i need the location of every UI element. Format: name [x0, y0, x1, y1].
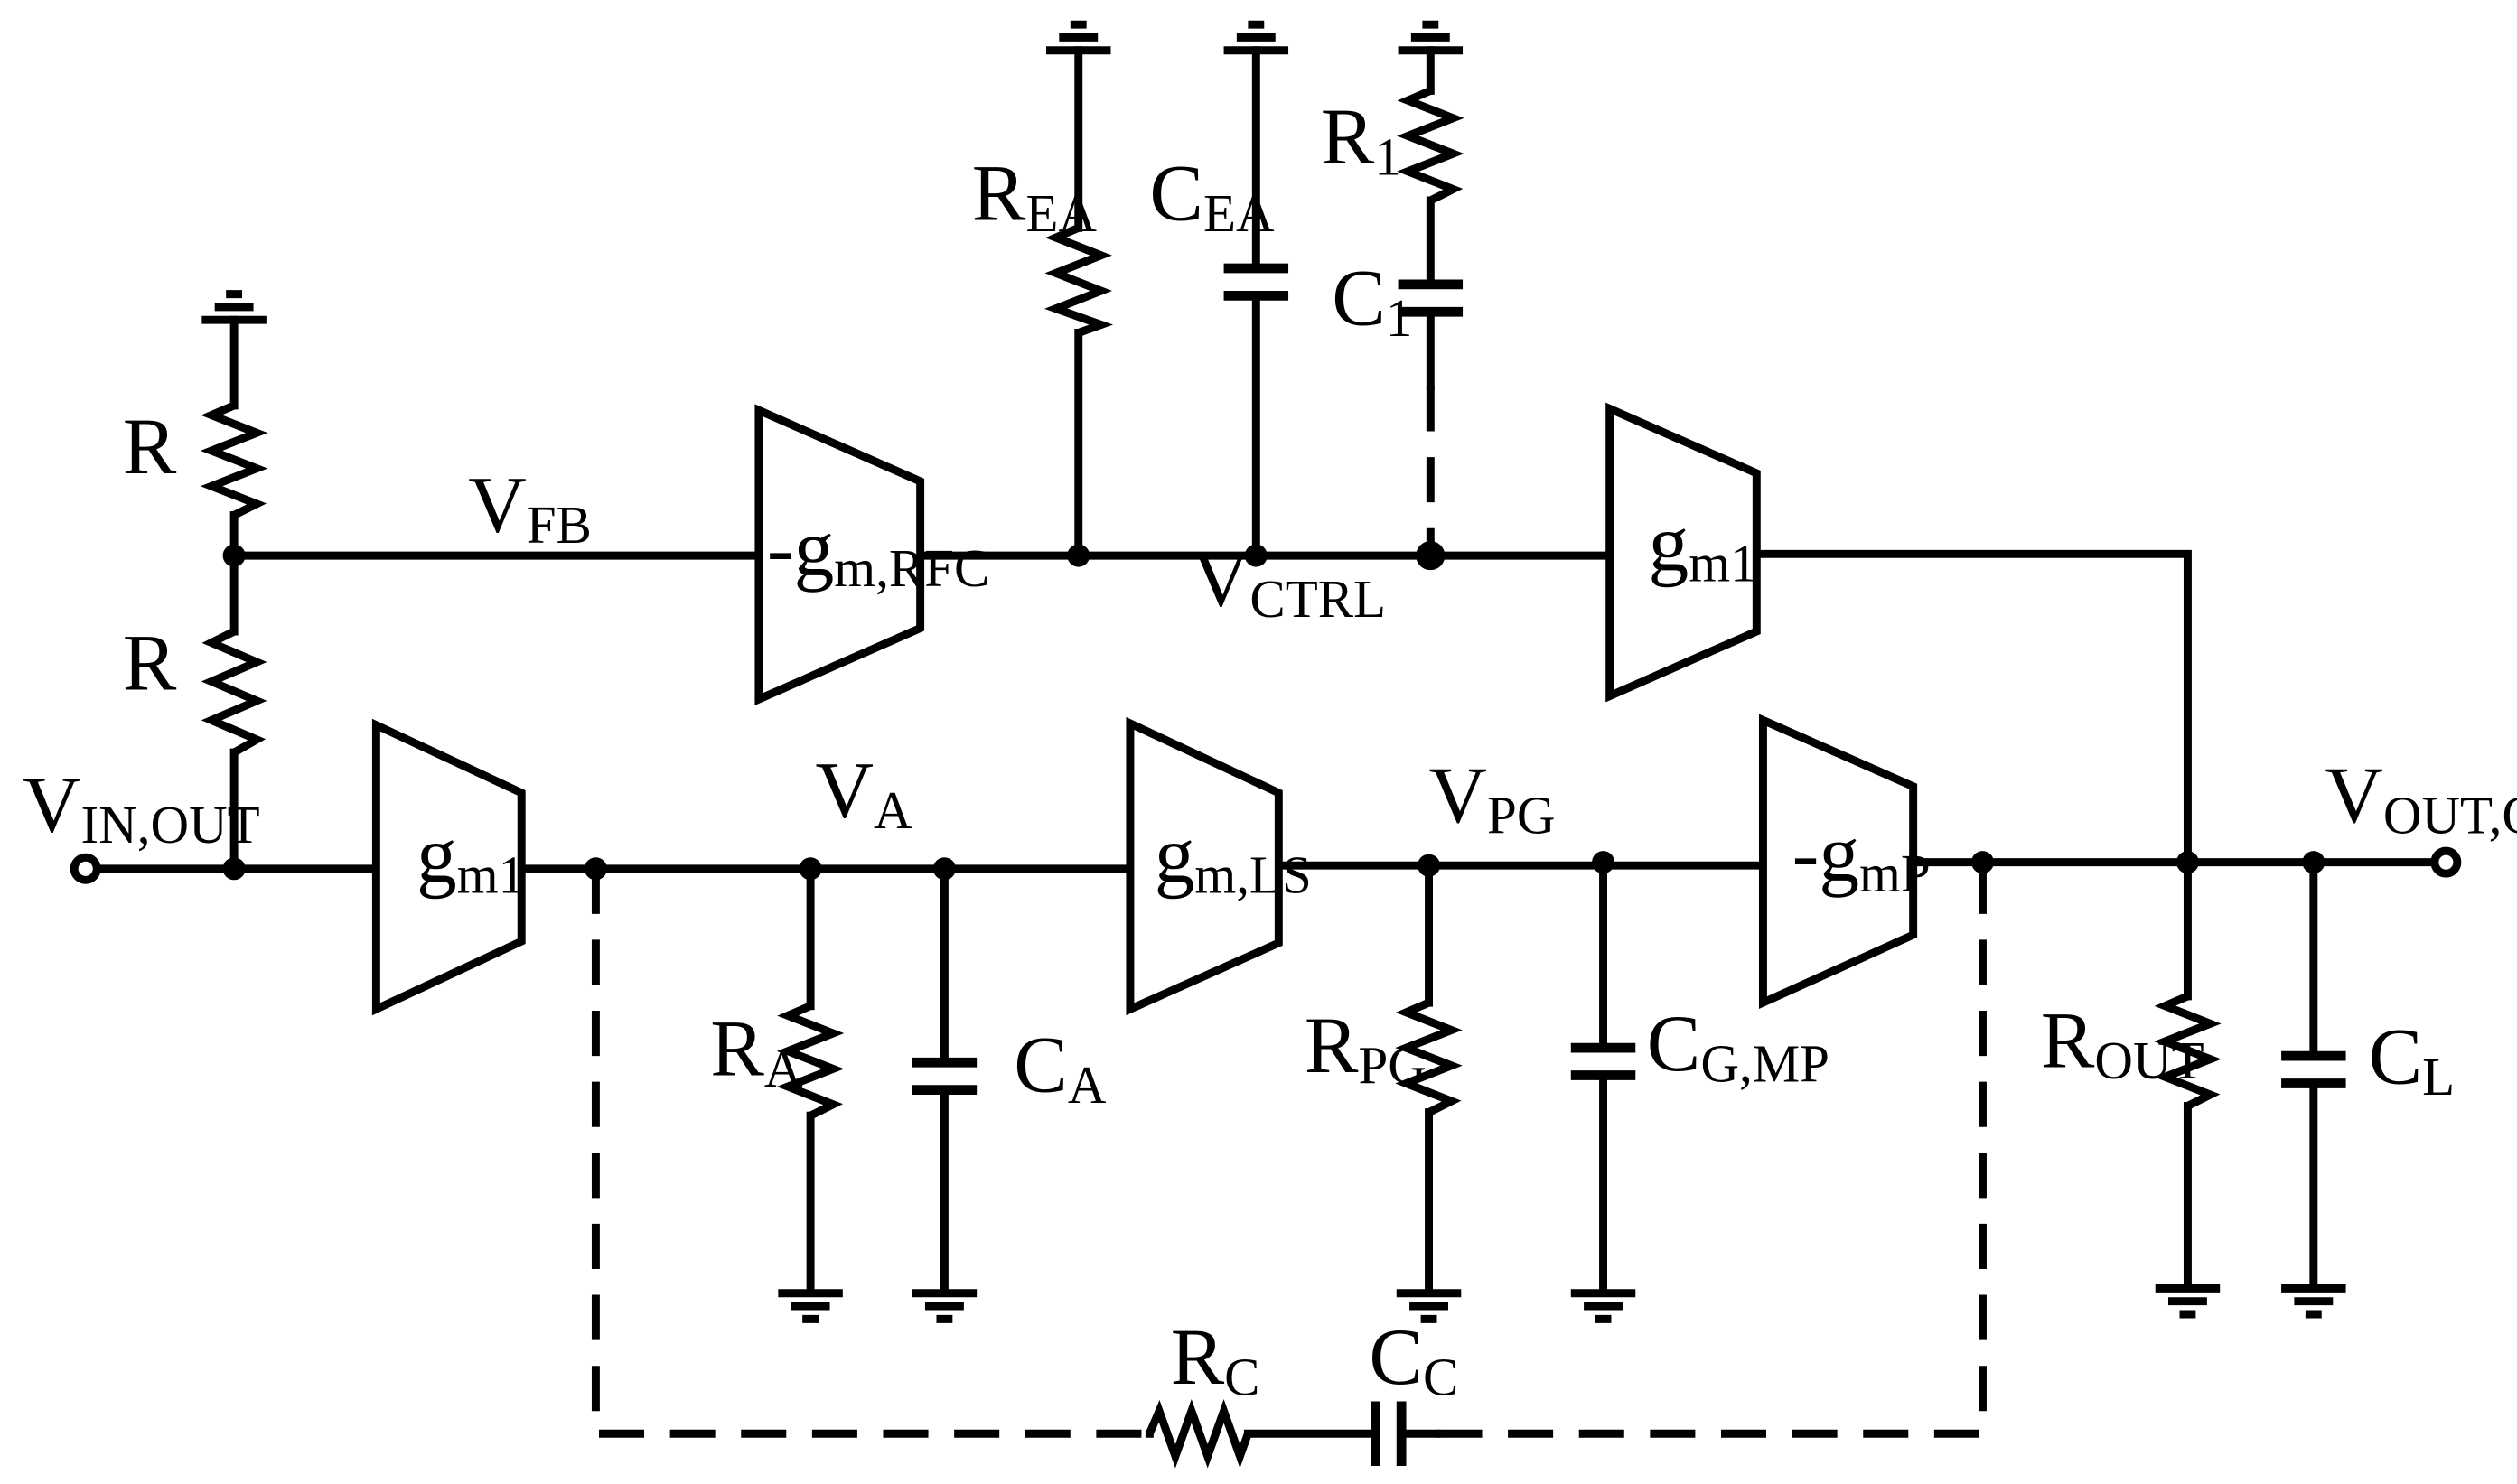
grounds	[201, 20, 2346, 1323]
capacitor-c-a	[912, 1057, 978, 1095]
ground-icon	[1570, 1289, 1636, 1323]
resistor-r-bottom	[201, 628, 267, 756]
junction-dot	[799, 857, 822, 881]
label-c-l: CL	[2369, 1012, 2456, 1106]
label-r1: R1	[1321, 92, 1401, 187]
ground-icon	[2281, 1283, 2346, 1319]
amplifier-gm1-top	[1605, 402, 1761, 703]
junction-dot	[2302, 851, 2325, 874]
label-r-bottom: R	[123, 618, 177, 707]
output-terminal	[2430, 846, 2462, 878]
junction-dot	[1592, 851, 1615, 874]
label-c-g-mp: CG,MP	[1647, 999, 1829, 1094]
ground-icon	[1223, 20, 1289, 55]
label-c-a: CA	[1014, 1020, 1107, 1115]
label-c-c: CC	[1369, 1312, 1458, 1407]
label-c1: C1	[1332, 254, 1412, 349]
ground-icon	[2155, 1283, 2221, 1319]
ground-icon	[912, 1289, 978, 1323]
junction-dot	[2175, 851, 2199, 874]
terminals	[70, 846, 2462, 884]
label-vout-out: VOUT,OUT	[2325, 751, 2517, 845]
junction-dot	[222, 857, 246, 881]
label-va: VA	[815, 746, 912, 841]
label-r-ea: REA	[972, 148, 1098, 243]
amplifier-gm-rfc	[754, 404, 925, 705]
capacitor-c-l	[2281, 1050, 2346, 1088]
ground-icon	[1396, 1289, 1462, 1323]
junction-dot	[1418, 854, 1441, 877]
label-vpg: VPG	[1429, 751, 1556, 845]
label-r-pg: RPG	[1305, 1001, 1427, 1096]
label-gm-p: -gmP	[1792, 808, 1931, 903]
amplifier-gm1-bottom	[371, 718, 526, 1016]
compensation-dashed-path	[591, 386, 1987, 1438]
label-vctrl: VCTRL	[1192, 534, 1386, 629]
junction-dot	[932, 857, 956, 881]
input-terminal	[70, 853, 101, 884]
label-r-c: RC	[1171, 1312, 1260, 1407]
junctions	[222, 541, 2325, 881]
amplifiers	[371, 402, 1918, 1016]
resistor-r-a	[776, 1002, 845, 1120]
ground-icon	[201, 290, 267, 324]
junction-dot	[1067, 544, 1090, 567]
label-r-top: R	[123, 402, 177, 491]
junction-dot	[222, 544, 246, 567]
label-gm1-bottom: gm1	[416, 810, 525, 905]
capacitor-c-c	[1371, 1401, 1407, 1466]
junction-dot	[584, 857, 607, 881]
capacitor-c-ea	[1223, 263, 1289, 301]
label-r-a: RA	[710, 1004, 803, 1099]
label-gm-ls: gm,LS	[1155, 810, 1312, 905]
label-gm-rfc: -gm,RFC	[767, 504, 990, 599]
label-r-out: ROUT	[2041, 996, 2204, 1091]
resistor-r-pg	[1395, 999, 1463, 1116]
resistor-r-top	[200, 401, 268, 519]
labels: VIN,OUT VFB VCTRL VA VPG VOUT,OUT -gm,RF…	[23, 92, 2517, 1407]
ground-icon	[1398, 20, 1464, 55]
capacitor-c1	[1398, 279, 1464, 317]
amplifier-gm-ls	[1126, 716, 1283, 1016]
amplifier-gm-p	[1758, 714, 1918, 1010]
resistor-r1	[1397, 87, 1464, 204]
resistor-r-out	[2154, 992, 2222, 1110]
capacitors	[912, 263, 2346, 1466]
resistor-r-c	[1146, 1398, 1252, 1469]
capacitor-c-g-mp	[1570, 1042, 1636, 1080]
label-vin-out: VIN,OUT	[23, 761, 260, 855]
label-vfb: VFB	[468, 460, 592, 555]
resistors	[200, 87, 2222, 1469]
ground-icon	[1046, 20, 1111, 55]
junction-dot	[1970, 851, 1994, 874]
junction-dot	[1244, 544, 1268, 567]
wires	[92, 46, 2439, 1438]
junction-dot	[1416, 541, 1446, 571]
label-c-ea: CEA	[1149, 148, 1275, 243]
label-gm1-top: gm1	[1649, 499, 1757, 593]
resistor-r-ea	[1044, 224, 1114, 337]
ground-icon	[778, 1289, 843, 1323]
